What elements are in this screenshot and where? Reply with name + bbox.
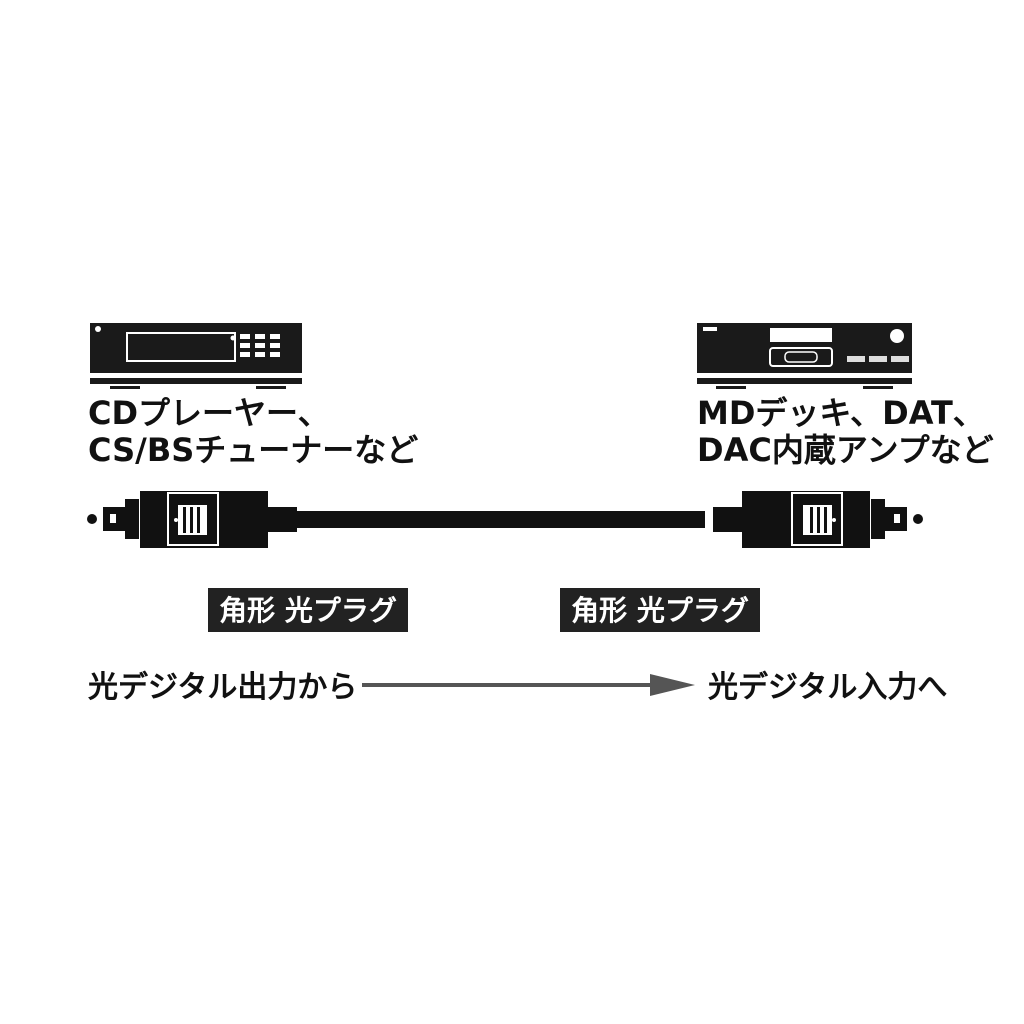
destination-device-line1: MDデッキ、DAT、 (697, 394, 985, 432)
left-optical-plug-icon (87, 491, 297, 548)
flow-from-text: 光デジタル出力から (88, 670, 357, 705)
source-device-line1: CDプレーヤー、 (88, 394, 330, 432)
flow-arrow-icon (362, 674, 695, 696)
right-plug-label: 角形 光プラグ (560, 588, 760, 632)
cd-player-icon (90, 323, 302, 389)
flow-to-text: 光デジタル入力へ (708, 670, 947, 705)
left-plug-label: 角形 光プラグ (208, 588, 408, 632)
left-plug-label-text: 角形 光プラグ (219, 594, 397, 627)
md-deck-icon (697, 323, 912, 389)
right-optical-plug-icon (713, 491, 923, 548)
right-plug-label-text: 角形 光プラグ (571, 594, 749, 627)
source-device-line2: CS/BSチューナーなど (88, 431, 418, 469)
cable (295, 511, 705, 528)
destination-device-line2: DAC内蔵アンプなど (697, 431, 994, 469)
